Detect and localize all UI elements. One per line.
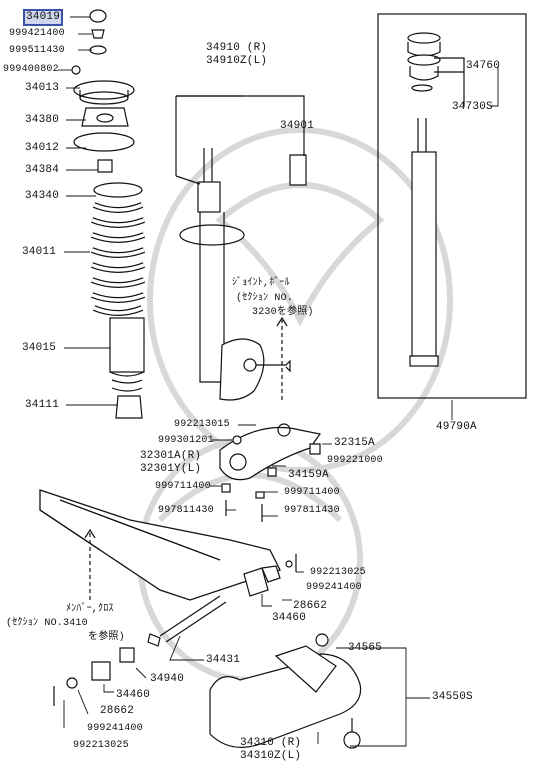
label-28662-a[interactable]: 28662 <box>293 600 328 612</box>
part-34013 <box>73 80 135 100</box>
label-32301a-r[interactable]: 32301A(R) <box>140 450 202 462</box>
lower-arm-34310 <box>209 633 362 749</box>
label-999711400-b[interactable]: 999711400 <box>284 487 340 498</box>
part-34015 <box>109 317 145 373</box>
label-34760[interactable]: 34760 <box>466 60 501 72</box>
label-999241400-b[interactable]: 999241400 <box>87 723 143 734</box>
label-992213025-a[interactable]: 992213025 <box>310 567 366 578</box>
bushing-34460-b <box>91 661 111 681</box>
label-28662-b[interactable]: 28662 <box>100 705 135 717</box>
label-34730s[interactable]: 34730S <box>452 101 493 113</box>
label-34019[interactable]: 34019 <box>22 9 64 26</box>
bushing-34460-a <box>243 567 269 597</box>
lower-arm-32301 <box>219 423 322 481</box>
strut-34910 <box>179 148 291 401</box>
note-joint-line3: 3230を参照) <box>252 307 314 318</box>
label-34013[interactable]: 34013 <box>25 82 60 94</box>
label-34310-r[interactable]: 34310 (R) <box>240 737 302 749</box>
label-992213025-b[interactable]: 992213025 <box>73 740 129 751</box>
part-999400802 <box>71 65 81 75</box>
note-member-line1: ﾒﾝﾊﾞｰ,ｸﾛｽ <box>66 604 114 615</box>
part-nut <box>91 29 105 39</box>
label-34550s[interactable]: 34550S <box>432 691 473 703</box>
part-washer <box>89 45 107 55</box>
label-34431[interactable]: 34431 <box>206 654 241 666</box>
label-34384[interactable]: 34384 <box>25 164 60 176</box>
part-34384 <box>97 159 113 173</box>
shock-kit-frame <box>377 13 527 399</box>
label-34011[interactable]: 34011 <box>22 246 57 258</box>
label-34340[interactable]: 34340 <box>25 190 60 202</box>
label-34910-r[interactable]: 34910 (R) <box>206 42 268 54</box>
label-32315a[interactable]: 32315A <box>334 437 375 449</box>
label-34159a[interactable]: 34159A <box>288 469 329 481</box>
label-999241400-a[interactable]: 999241400 <box>306 582 362 593</box>
part-34111 <box>115 395 143 419</box>
label-32301y-l[interactable]: 32301Y(L) <box>140 463 202 475</box>
label-999421400[interactable]: 999421400 <box>9 28 65 39</box>
label-999711400-a[interactable]: 999711400 <box>155 481 211 492</box>
note-member-line3: を参照) <box>88 632 125 643</box>
part-34012 <box>73 132 135 152</box>
label-34940[interactable]: 34940 <box>150 673 185 685</box>
label-997811430-a[interactable]: 997811430 <box>158 505 214 516</box>
label-34012[interactable]: 34012 <box>25 142 60 154</box>
label-34380[interactable]: 34380 <box>25 114 60 126</box>
label-999301201[interactable]: 999301201 <box>158 435 214 446</box>
label-999221000[interactable]: 999221000 <box>327 455 383 466</box>
tie-rod-34431 <box>159 595 227 643</box>
label-999511430[interactable]: 999511430 <box>9 45 65 56</box>
label-34460-b[interactable]: 34460 <box>116 689 151 701</box>
label-999400802[interactable]: 999400802 <box>3 64 59 75</box>
label-34910z-l[interactable]: 34910Z(L) <box>206 55 268 67</box>
label-34111[interactable]: 34111 <box>25 399 60 411</box>
label-34460-a[interactable]: 34460 <box>272 612 307 624</box>
note-joint-line1: ｼﾞｮｲﾝﾄ,ﾎﾞｰﾙ <box>232 278 290 289</box>
part-34019-cap <box>89 9 107 23</box>
leader-lines <box>58 16 499 747</box>
part-34901 <box>289 154 307 186</box>
label-34565[interactable]: 34565 <box>348 642 383 654</box>
part-34380 <box>81 107 129 127</box>
label-34015[interactable]: 34015 <box>22 342 57 354</box>
label-49790a[interactable]: 49790A <box>436 421 477 433</box>
note-joint-line2: (ｾｸｼｮﾝ NO. <box>236 293 294 304</box>
note-member-line2: (ｾｸｼｮﾝ NO.3410 <box>6 618 88 629</box>
label-34310z-l[interactable]: 34310Z(L) <box>240 750 302 762</box>
label-992213015[interactable]: 992213015 <box>174 419 230 430</box>
coil-spring-34011 <box>90 182 146 316</box>
label-34901[interactable]: 34901 <box>280 120 315 132</box>
label-997811430-b[interactable]: 997811430 <box>284 505 340 516</box>
